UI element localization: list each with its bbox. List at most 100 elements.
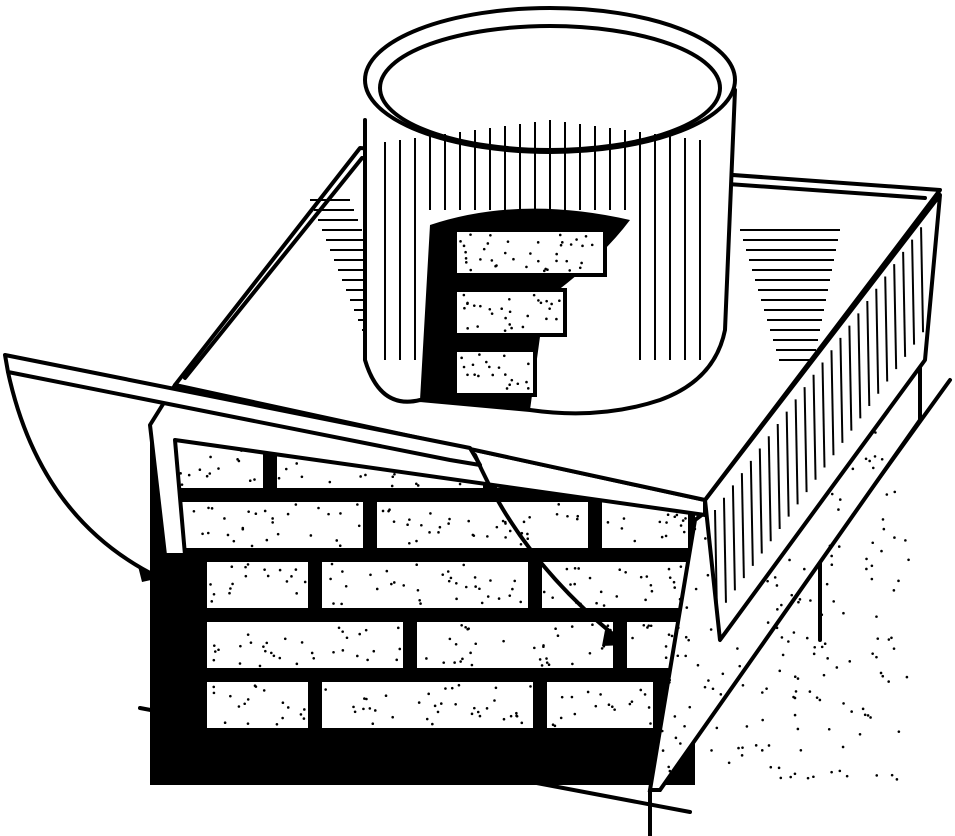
texture-dot [594,705,597,708]
texture-dot [465,261,468,264]
texture-dot [544,268,547,271]
texture-dot [883,528,886,531]
texture-dot [460,624,463,627]
texture-dot [332,651,335,654]
texture-dot [365,698,368,701]
texture-dot [362,708,365,711]
texture-dot [478,587,481,590]
texture-dot [365,629,368,632]
texture-dot [290,575,293,578]
texture-dot [243,702,246,705]
texture-dot [450,577,453,580]
texture-dot [212,686,215,689]
texture-dot [247,563,250,566]
texture-dot [510,715,513,718]
texture-dot [871,541,874,544]
texture-dot [276,723,279,726]
texture-dot [391,475,394,478]
texture-dot [217,467,220,470]
texture-dot [358,525,361,528]
texture-dot [846,775,849,778]
texture-dot [794,714,797,717]
texture-dot [504,252,507,255]
texture-dot [503,354,506,357]
texture-dot [642,624,645,627]
texture-dot [471,713,474,716]
texture-dot [463,366,466,369]
texture-dot [483,248,486,251]
texture-dot [555,318,558,321]
texture-dot [408,542,411,545]
texture-dot [295,462,298,465]
texture-dot [481,602,484,605]
texture-dot [503,718,506,721]
texture-dot [356,655,359,658]
texture-dot [478,353,481,356]
texture-dot [371,722,374,725]
texture-dot [893,491,896,494]
texture-dot [787,640,790,643]
texture-dot [329,481,332,484]
texture-dot [214,650,217,653]
texture-dot [273,654,276,657]
texture-dot [742,684,745,687]
texture-dot [581,245,584,248]
texture-dot [548,663,551,666]
texture-dot [607,521,610,524]
texture-dot [548,307,551,310]
texture-dot [500,307,503,310]
texture-dot [830,771,833,774]
texture-dot [427,693,430,696]
texture-dot [247,510,250,513]
texture-dot [812,775,815,778]
texture-dot [684,517,687,520]
texture-dot [779,777,782,780]
texture-dot [720,693,723,696]
texture-dot [479,305,482,308]
texture-dot [508,323,511,326]
texture-dot [498,597,501,600]
texture-dot [665,521,668,524]
texture-dot [676,514,679,517]
texture-dot [504,317,507,320]
texture-dot [766,580,769,583]
texture-dot [398,648,401,651]
texture-dot [209,583,212,586]
texture-dot [393,473,396,476]
texture-dot [301,475,304,478]
texture-dot [555,253,558,256]
texture-dot [545,657,548,660]
texture-dot [341,630,344,633]
texture-dot [364,474,367,477]
texture-dot [813,646,816,649]
texture-dot [767,621,770,624]
texture-dot [264,510,267,513]
texture-dot [599,693,602,696]
texture-dot [300,713,303,716]
texture-dot [557,634,560,637]
texture-dot [778,767,781,770]
texture-dot [545,300,548,303]
texture-dot [418,599,421,602]
texture-dot [595,602,598,605]
texture-dot [510,327,513,330]
texture-dot [907,558,910,561]
texture-dot [428,531,431,534]
texture-dot [897,580,900,583]
texture-dot [263,568,266,571]
texture-dot [761,749,764,752]
texture-dot [888,638,891,641]
texture-dot [831,493,834,496]
texture-dot [716,727,719,730]
texture-dot [267,575,270,578]
texture-dot [555,260,558,263]
texture-dot [728,761,731,764]
texture-dot [631,637,634,640]
texture-dot [296,663,299,666]
texture-dot [327,513,330,516]
texture-dot [640,576,643,579]
texture-dot [498,366,501,369]
texture-dot [688,517,691,520]
texture-dot [391,485,394,488]
texture-dot [826,583,829,586]
